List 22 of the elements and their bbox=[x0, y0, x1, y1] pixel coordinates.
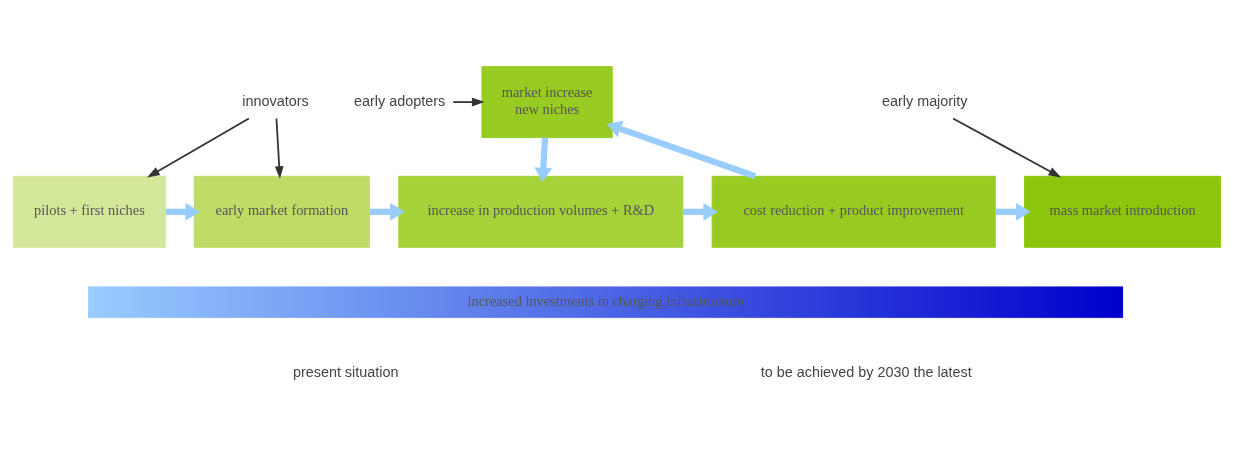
arrow bbox=[452, 97, 485, 107]
node-text: early majority bbox=[882, 92, 968, 109]
arrow bbox=[606, 119, 757, 179]
node-box: increased investments in charging infrastructure bbox=[87, 285, 1124, 319]
node-box: increase in production volumes + R&D bbox=[398, 175, 684, 248]
arrow bbox=[952, 117, 1062, 177]
arrow bbox=[995, 202, 1031, 221]
node-box: market increase new niches bbox=[481, 65, 613, 138]
node-box: mass market introduction bbox=[1024, 175, 1222, 248]
node-box: cost reduction + product improvement bbox=[711, 175, 996, 248]
arrow bbox=[147, 117, 250, 177]
arrow bbox=[165, 202, 201, 221]
arrow bbox=[369, 202, 405, 221]
node-text: early adopters bbox=[354, 92, 446, 109]
label: to be achieved by 2030 the latest bbox=[760, 363, 972, 380]
arrow bbox=[534, 137, 553, 182]
node-box: pilots + first niches bbox=[12, 175, 166, 248]
node-box: early market formation bbox=[193, 175, 370, 248]
label: present situation bbox=[292, 363, 399, 380]
node-text: innovators bbox=[242, 92, 309, 109]
arrow bbox=[274, 117, 284, 179]
arrow bbox=[682, 202, 718, 221]
